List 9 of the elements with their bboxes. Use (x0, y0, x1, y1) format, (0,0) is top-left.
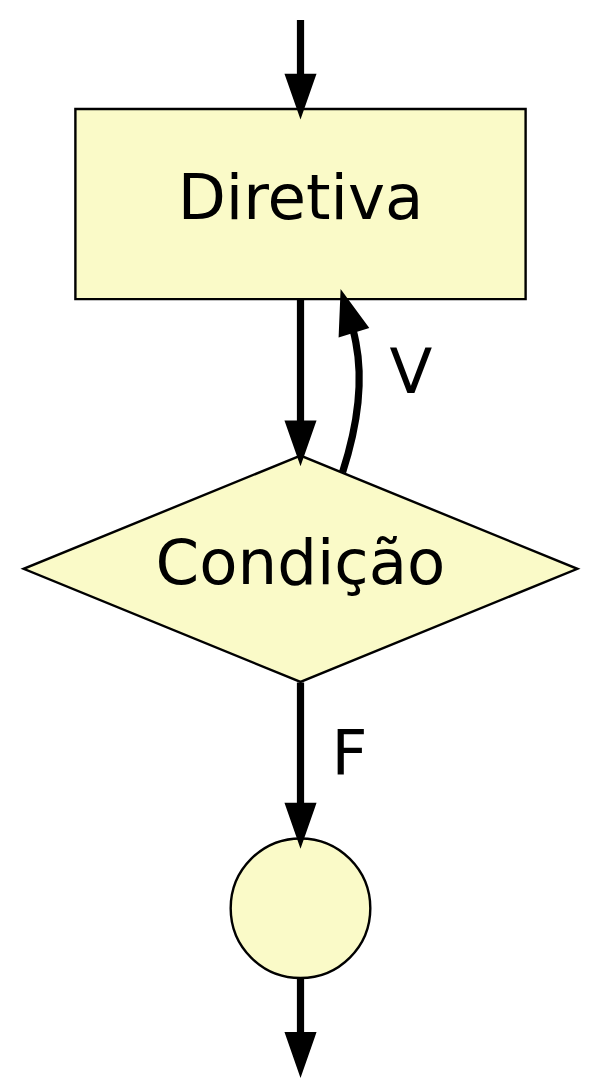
arrow (283, 978, 317, 1078)
arrow (283, 682, 317, 849)
arrow (283, 300, 317, 467)
node-diamond: Condição (19, 454, 581, 684)
edge-label: V (389, 334, 432, 408)
node-box: Diretiva (73, 107, 527, 301)
edge-label: F (331, 717, 368, 791)
arrow (338, 288, 369, 474)
node-circle (228, 837, 372, 980)
